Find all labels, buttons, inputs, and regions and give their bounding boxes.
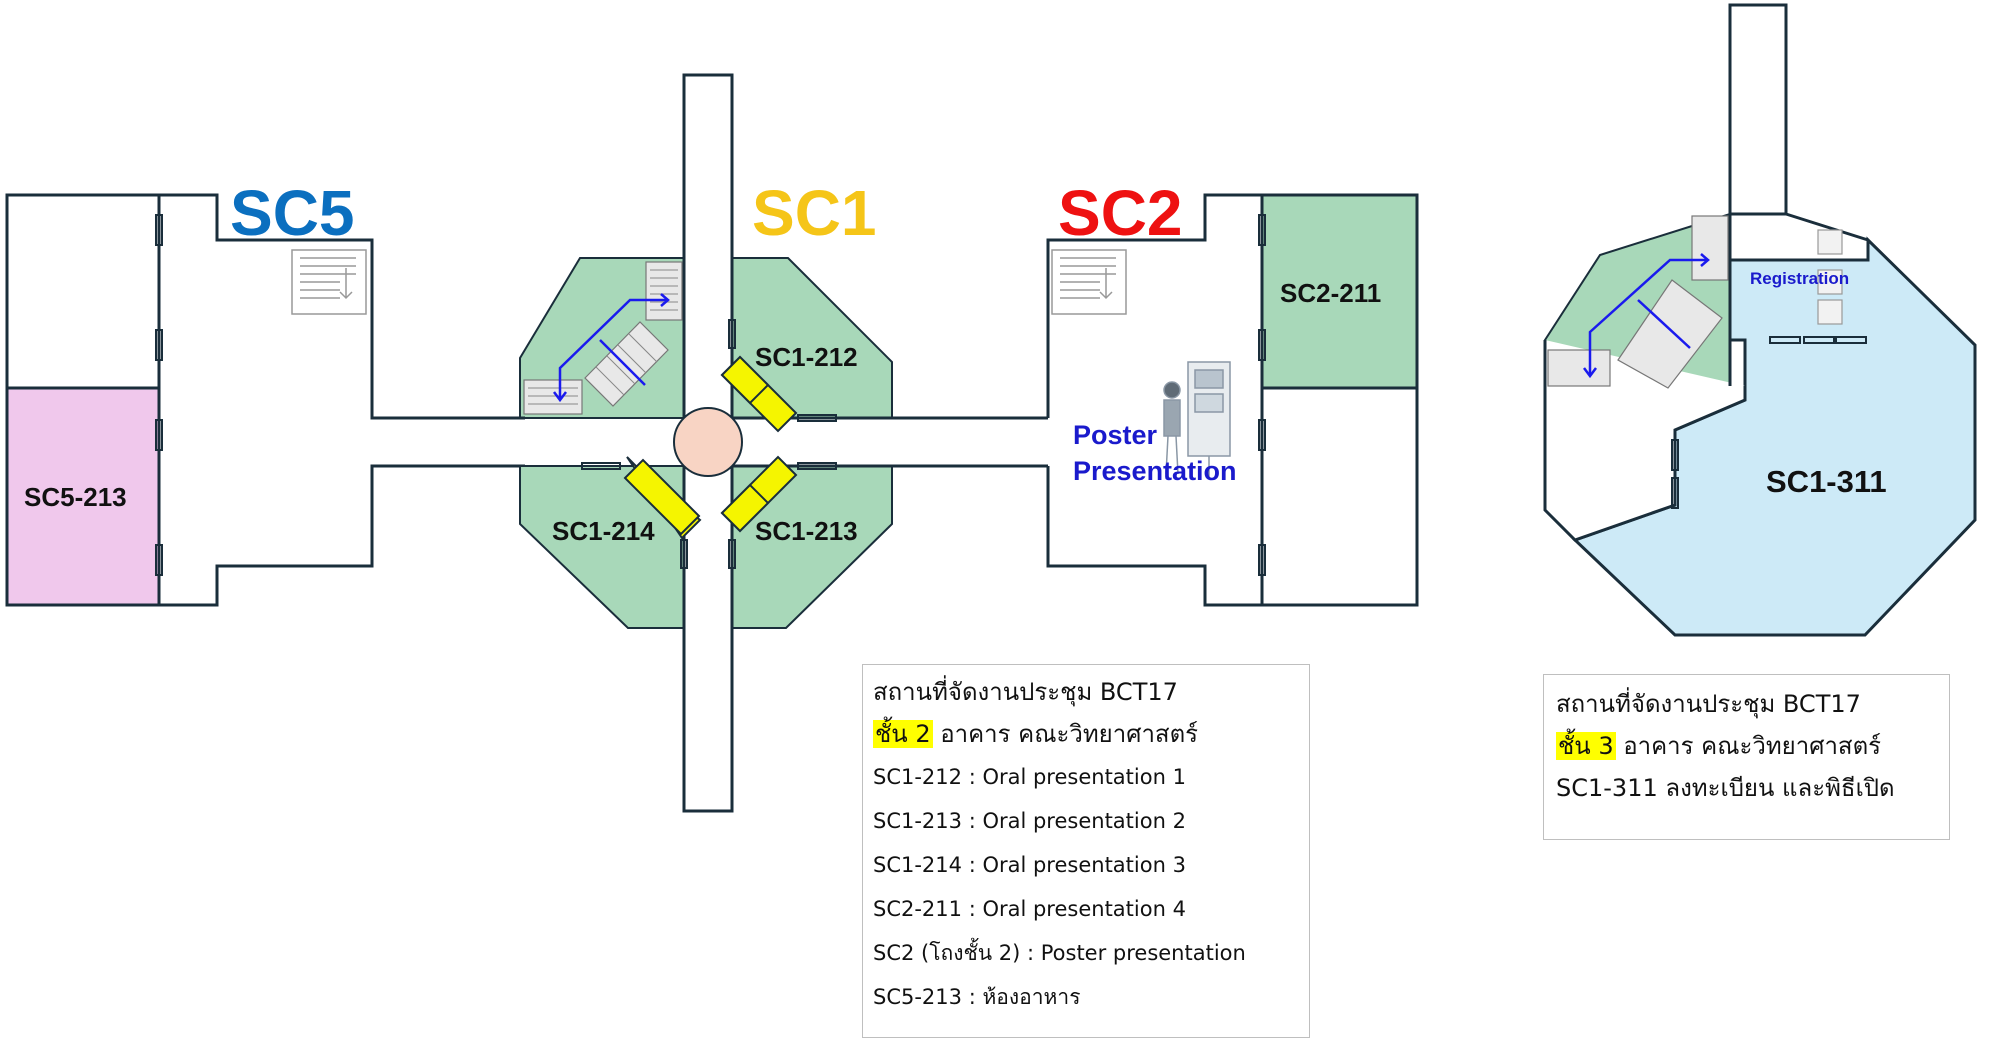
sc5-stair-icon xyxy=(291,249,367,315)
room-label-sc1-213: SC1-213 xyxy=(755,516,858,546)
room-sc5-213[interactable] xyxy=(5,386,161,607)
room-label-sc1-311: SC1-311 xyxy=(1766,464,1887,499)
room-sc1-311[interactable] xyxy=(1572,236,1977,637)
legend-floor-2-floor-label: ชั้น 2 xyxy=(873,720,933,748)
sc2-building xyxy=(1046,193,1419,607)
legend-floor-2-title: สถานที่จัดงานประชุม BCT17 xyxy=(873,678,1178,706)
poster-label-line1: Poster xyxy=(1073,420,1158,450)
stair-route-arrow xyxy=(558,298,668,400)
room-label-sc1-212: SC1-212 xyxy=(755,342,858,372)
building-label-sc5: SC5 xyxy=(230,177,355,249)
legend-item: SC1-212 : Oral presentation 1 xyxy=(873,765,1186,789)
desks xyxy=(623,355,798,540)
room-sc1-214[interactable] xyxy=(519,465,685,629)
room-sc2-211[interactable] xyxy=(1260,193,1419,390)
legend-floor-2-floor-rest: อาคาร คณะวิทยาศาสตร์ xyxy=(932,720,1199,748)
legend-floor-3-floor-rest: อาคาร คณะวิทยาศาสตร์ xyxy=(1615,732,1882,760)
legend-item: SC2 (โถงชั้น 2) : Poster presentation xyxy=(873,941,1246,965)
registration-label: Registration xyxy=(1750,269,1849,288)
legend-floor-3-floor: ชั้น 3 อาคาร คณะวิทยาศาสตร์ xyxy=(1556,729,1937,763)
legend-item: SC2-211 : Oral presentation 4 xyxy=(873,897,1186,921)
room-label-sc5-213: SC5-213 xyxy=(24,482,127,512)
sc2-stair-icon xyxy=(1051,249,1127,315)
legend-floor-2-floor: ชั้น 2 อาคาร คณะวิทยาศาสตร์ xyxy=(873,717,1299,751)
floor3-stairs-icon xyxy=(1547,215,1729,389)
legend-floor-2: สถานที่จัดงานประชุม BCT17 ชั้น 2 อาคาร ค… xyxy=(862,664,1310,1038)
legend-floor-3: สถานที่จัดงานประชุม BCT17 ชั้น 3 อาคาร ค… xyxy=(1543,674,1950,840)
building-label-sc2: SC2 xyxy=(1058,177,1183,249)
building-label-sc1: SC1 xyxy=(752,177,877,249)
legend-floor-3-floor-label: ชั้น 3 xyxy=(1556,732,1616,760)
registration-desks-icon xyxy=(1817,229,1843,325)
poster-presenter-icon xyxy=(1163,361,1231,478)
legend-floor-3-item: SC1-311 ลงทะเบียน และพิธีเปิด xyxy=(1556,774,1895,802)
room-label-sc1-214: SC1-214 xyxy=(552,516,655,546)
legend-floor-2-items: SC1-212 : Oral presentation 1 SC1-213 : … xyxy=(873,755,1299,1019)
legend-item: SC1-214 : Oral presentation 3 xyxy=(873,853,1186,877)
poster-label-line2: Presentation xyxy=(1073,456,1237,486)
legend-item: SC1-213 : Oral presentation 2 xyxy=(873,809,1186,833)
legend-item: SC5-213 : ห้องอาหาร xyxy=(873,985,1081,1009)
floor3-building xyxy=(1543,3,1977,637)
room-label-sc2-211: SC2-211 xyxy=(1280,278,1381,308)
legend-floor-3-title: สถานที่จัดงานประชุม BCT17 xyxy=(1556,690,1861,718)
atrium-circle xyxy=(673,407,743,477)
sc5-building xyxy=(5,193,525,607)
